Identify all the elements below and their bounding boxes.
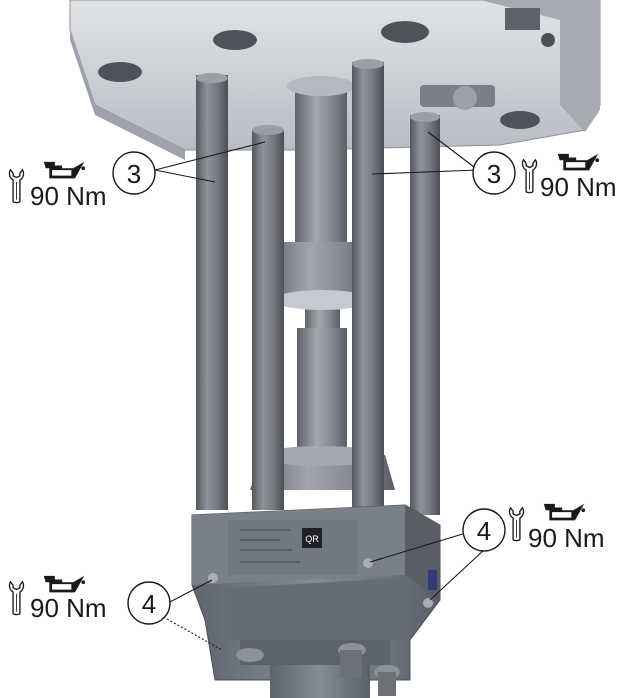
- tie-rods: [196, 59, 440, 515]
- tie-rod: [410, 115, 440, 515]
- callout-3-left: 3 90 Nm: [8, 151, 156, 211]
- callout-number: 3: [487, 159, 501, 189]
- status-led: [428, 570, 437, 590]
- qr-badge-label: QR: [305, 534, 319, 544]
- oil-can-icon: [43, 575, 86, 593]
- wrench-icon: [8, 168, 25, 204]
- callout-3-right: 3 90 Nm: [472, 151, 617, 202]
- torque-label: 90 Nm: [30, 593, 107, 623]
- qr-badge: [302, 528, 322, 548]
- callout-number: 4: [142, 589, 156, 619]
- callout-circle: [472, 151, 516, 195]
- wrench-icon: [8, 580, 25, 616]
- callout-4-right: 4 90 Nm: [462, 503, 605, 553]
- connector-port: [505, 8, 540, 30]
- callout-circle: [127, 581, 171, 625]
- tie-rod: [196, 75, 228, 510]
- torque-label: 90 Nm: [30, 181, 107, 211]
- callout-number: 3: [127, 159, 141, 189]
- wrench-icon: [521, 158, 538, 194]
- torque-label: 90 Nm: [540, 172, 617, 202]
- oil-can-icon: [557, 153, 600, 171]
- callout-4-left: 4 90 Nm: [8, 575, 171, 625]
- tie-rod: [252, 130, 284, 510]
- callout-circle: [112, 151, 156, 195]
- callout-number: 4: [477, 516, 491, 546]
- wrench-icon: [508, 506, 525, 542]
- torque-label: 90 Nm: [528, 523, 605, 553]
- callout-lines: [154, 131, 485, 651]
- tie-rod: [352, 62, 384, 512]
- nameplate: [228, 520, 358, 575]
- oil-can-icon: [543, 503, 586, 521]
- oil-can-icon: [43, 161, 86, 179]
- callout-circle: [462, 508, 506, 552]
- lower-housing: QR: [191, 504, 441, 698]
